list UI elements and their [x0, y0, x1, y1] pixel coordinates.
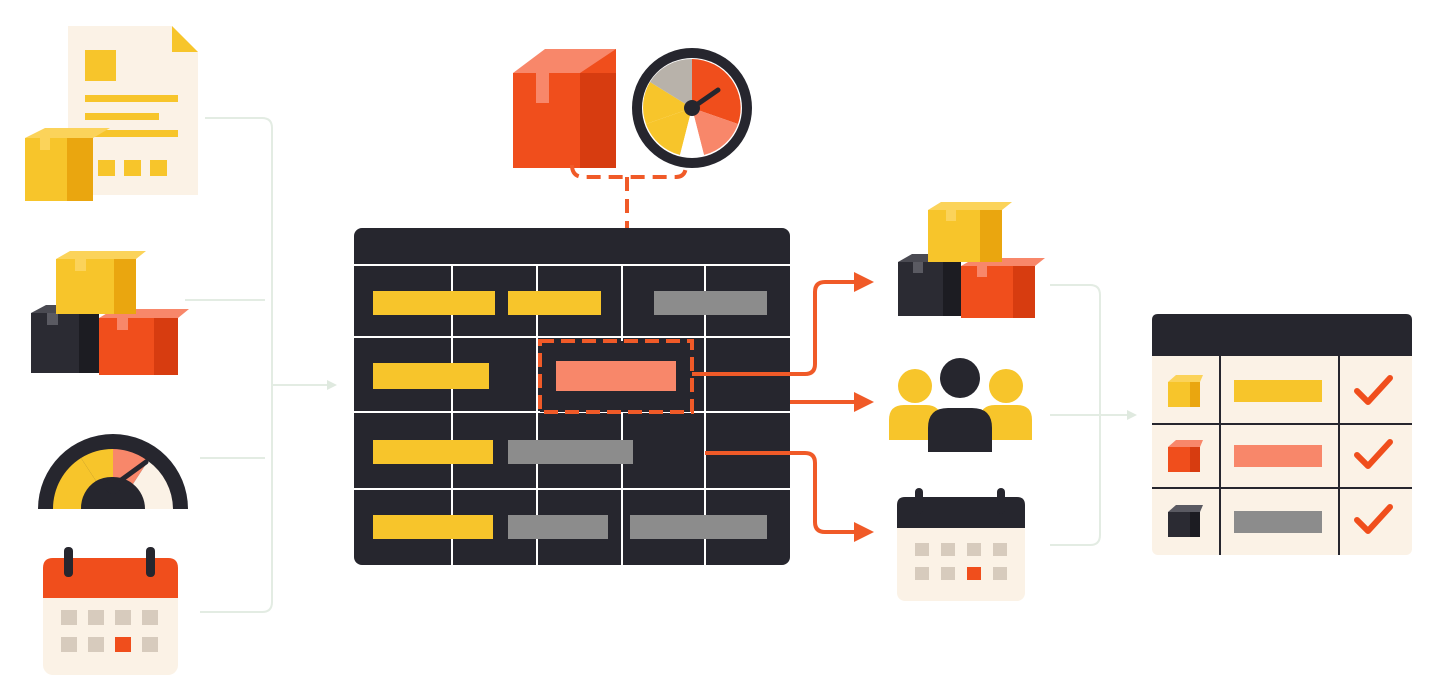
table-row [373, 515, 767, 539]
check-icon [1354, 439, 1393, 469]
table-row [1168, 439, 1393, 472]
schedule-icon [897, 488, 1025, 601]
stock-allocation-icon [898, 202, 1045, 318]
output-connectors [1050, 284, 1137, 546]
calendar-icon [43, 547, 178, 675]
output-arrows [692, 272, 874, 542]
speedometer-icon [30, 434, 200, 519]
demand-box-icon [513, 49, 616, 168]
inventory-boxes-icon [31, 251, 189, 375]
result-table [1152, 314, 1412, 555]
planning-table [354, 228, 790, 565]
table-row [1168, 375, 1393, 407]
orange-box-icon [1168, 440, 1203, 472]
order-document-icon [25, 26, 198, 201]
team-icon [889, 358, 1032, 452]
check-icon [1354, 504, 1393, 534]
dark-box-icon [1168, 505, 1203, 537]
yellow-box-icon [1168, 375, 1203, 407]
table-row [373, 440, 633, 464]
table-row [373, 339, 694, 414]
check-icon [1354, 375, 1393, 405]
table-row [1168, 504, 1393, 537]
capacity-gauge-icon [632, 48, 752, 168]
input-connectors [185, 117, 337, 613]
table-row [373, 291, 767, 315]
